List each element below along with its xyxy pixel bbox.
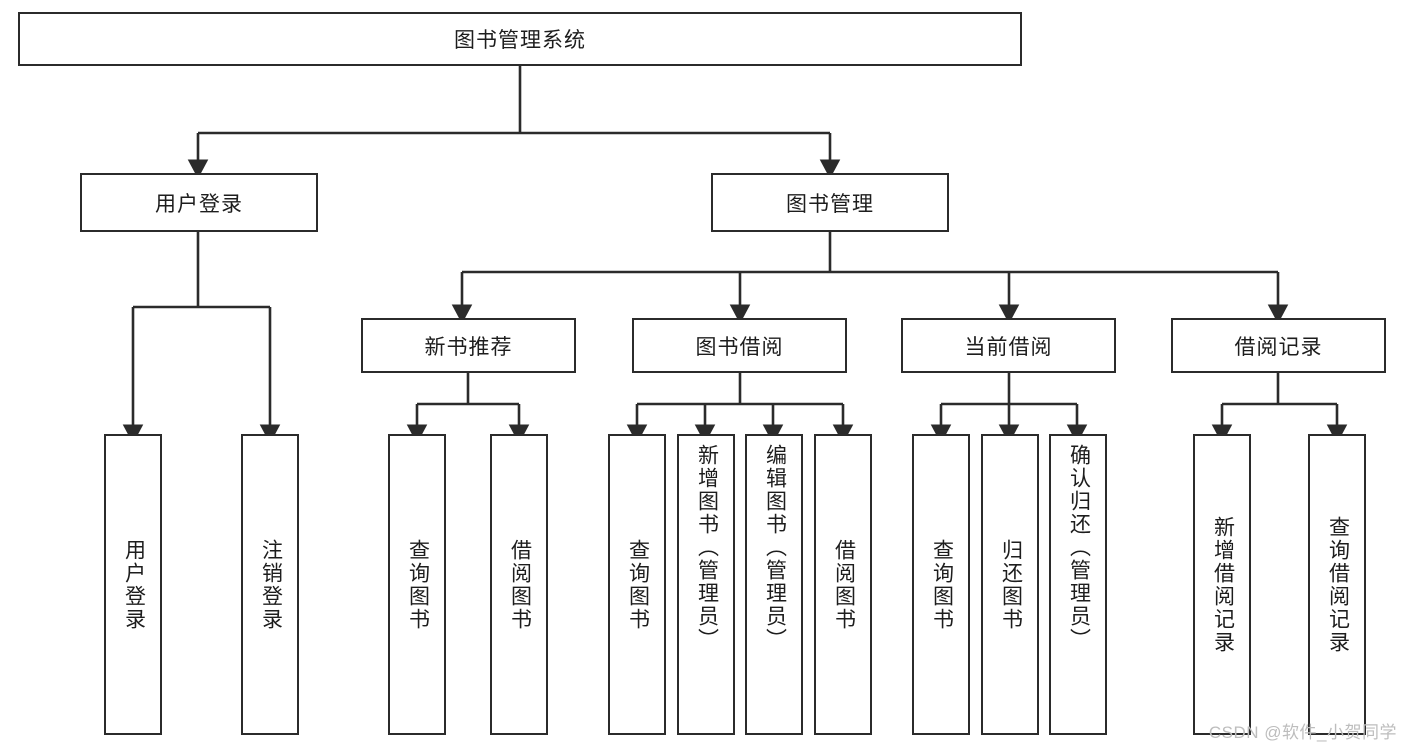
leaf-confirm-return-label: 确认归还（管理员） <box>1067 444 1091 651</box>
leaf-add-book[interactable]: 新增图书（管理员） <box>677 434 735 735</box>
node-current-borrow-label: 当前借阅 <box>964 335 1053 359</box>
leaf-edit-book-label: 编辑图书（管理员） <box>763 444 787 651</box>
leaf-query-book-1[interactable]: 查询图书 <box>388 434 446 735</box>
node-user-login[interactable]: 用户登录 <box>80 173 318 232</box>
leaf-query-book-2[interactable]: 查询图书 <box>608 434 666 735</box>
leaf-query-book-2-label: 查询图书 <box>626 538 650 631</box>
leaf-borrow-book-2[interactable]: 借阅图书 <box>814 434 872 735</box>
node-borrow-record-label: 借阅记录 <box>1234 335 1323 359</box>
node-book-manage-label: 图书管理 <box>786 192 874 216</box>
leaf-add-record-label: 新增借阅记录 <box>1211 515 1235 654</box>
leaf-add-record[interactable]: 新增借阅记录 <box>1193 434 1251 735</box>
leaf-return-book[interactable]: 归还图书 <box>981 434 1039 735</box>
watermark: CSDN @软件_小贺同学 <box>1208 723 1397 742</box>
node-new-book-rec[interactable]: 新书推荐 <box>361 318 576 373</box>
node-book-borrow[interactable]: 图书借阅 <box>632 318 847 373</box>
leaf-borrow-book-2-label: 借阅图书 <box>832 538 856 631</box>
node-root-label: 图书管理系统 <box>454 29 586 52</box>
leaf-confirm-return[interactable]: 确认归还（管理员） <box>1049 434 1107 735</box>
node-user-login-label: 用户登录 <box>155 192 243 216</box>
node-current-borrow[interactable]: 当前借阅 <box>901 318 1116 373</box>
leaf-query-record-label: 查询借阅记录 <box>1326 515 1350 654</box>
leaf-edit-book[interactable]: 编辑图书（管理员） <box>745 434 803 735</box>
node-root[interactable]: 图书管理系统 <box>18 12 1022 66</box>
leaf-query-record[interactable]: 查询借阅记录 <box>1308 434 1366 735</box>
node-borrow-record[interactable]: 借阅记录 <box>1171 318 1386 373</box>
leaf-return-book-label: 归还图书 <box>999 538 1023 631</box>
leaf-logout[interactable]: 注销登录 <box>241 434 299 735</box>
leaf-query-book-1-label: 查询图书 <box>406 538 430 631</box>
leaf-query-book-3-label: 查询图书 <box>930 538 954 631</box>
node-new-book-rec-label: 新书推荐 <box>424 335 513 359</box>
leaf-logout-label: 注销登录 <box>259 538 283 631</box>
leaf-borrow-book-1-label: 借阅图书 <box>508 538 532 631</box>
leaf-add-book-label: 新增图书（管理员） <box>695 444 719 651</box>
leaf-user-login-label: 用户登录 <box>122 538 146 631</box>
node-book-manage[interactable]: 图书管理 <box>711 173 949 232</box>
leaf-borrow-book-1[interactable]: 借阅图书 <box>490 434 548 735</box>
node-book-borrow-label: 图书借阅 <box>695 335 784 359</box>
leaf-user-login[interactable]: 用户登录 <box>104 434 162 735</box>
leaf-query-book-3[interactable]: 查询图书 <box>912 434 970 735</box>
